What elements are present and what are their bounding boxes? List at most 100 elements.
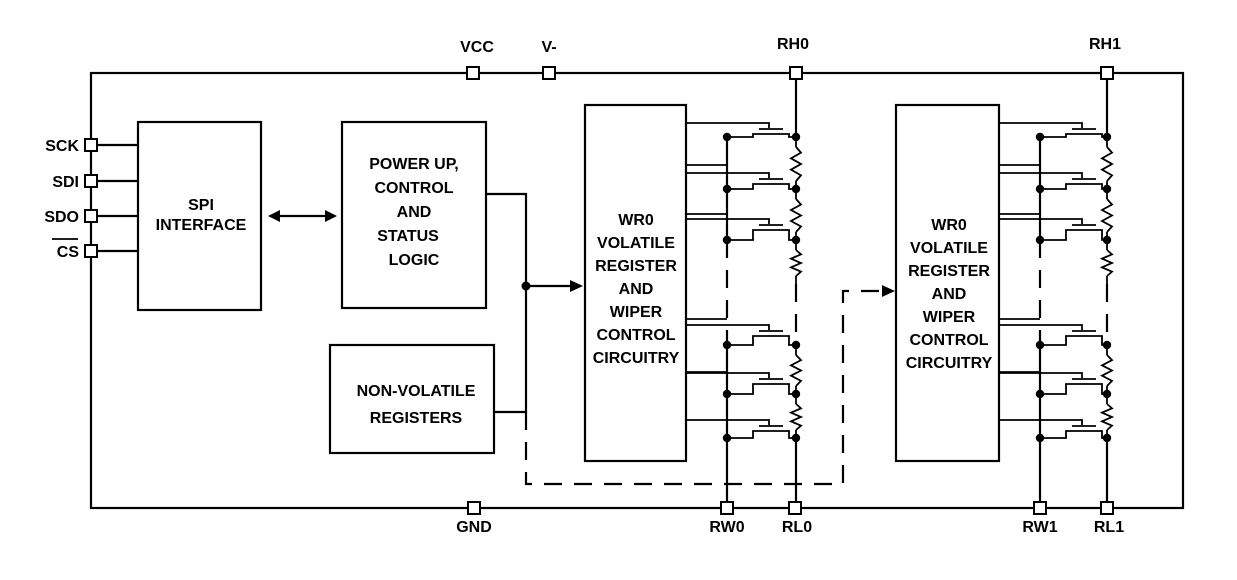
gnd-label: GND: [456, 519, 492, 536]
rh1-pin: [1100, 66, 1114, 80]
w1-resistor: [1099, 249, 1115, 277]
w0-switch: [727, 183, 796, 190]
w1-wiper-node: [1035, 184, 1045, 194]
w0-wiper-node: [722, 389, 732, 399]
sdi-pin: [84, 174, 98, 188]
w0-resistor: [789, 146, 803, 182]
sdo-pin: [84, 209, 98, 223]
wr0-label-line: CIRCUITRY: [593, 350, 680, 367]
wr0-label-line: VOLATILE: [597, 235, 675, 252]
w0-resistor: [789, 354, 803, 387]
vminus-label: V-: [541, 39, 556, 56]
w0-wiper-node: [722, 184, 732, 194]
w1-wiper-node: [1035, 132, 1045, 142]
power-label-line: AND: [397, 204, 432, 221]
w0-tap-node: [791, 389, 801, 399]
wr1-label-line: WR0: [931, 217, 967, 234]
w1-ctrl-line: [999, 419, 1083, 425]
w1-tap-node: [1102, 389, 1112, 399]
vcc-label: VCC: [460, 39, 494, 56]
wr0-label-line: REGISTER: [595, 258, 677, 275]
w0-tap-node: [791, 132, 801, 142]
w0-wiper-node: [722, 340, 732, 350]
sck-pin: [84, 138, 98, 152]
wr1-label-line: WIPER: [923, 309, 976, 326]
w1-tap-node: [1102, 184, 1112, 194]
w0-tap-node: [791, 235, 801, 245]
cs-label: CS: [57, 244, 80, 261]
power-label-line: STATUS: [377, 228, 439, 245]
wiper-network-1: [999, 79, 1115, 502]
bus-junction: [521, 281, 531, 291]
arrowhead-right: [325, 210, 337, 222]
w1-switch: [1040, 430, 1107, 439]
rl1-pin: [1100, 501, 1114, 515]
w1-ctrl-line: [999, 172, 1083, 178]
vcc-pin: [466, 66, 480, 80]
sdo-label: SDO: [44, 209, 79, 226]
w1-wiper-node: [1035, 433, 1045, 443]
w1-ctrl-line: [999, 122, 1083, 128]
w0-switch: [727, 430, 796, 439]
w0-ctrl-line: [686, 419, 770, 425]
w0-ctrl-line: [686, 324, 770, 330]
w0-ctrl-line: [686, 122, 770, 128]
w0-tap-node: [791, 433, 801, 443]
w0-wiper-node: [722, 132, 732, 142]
w1-ctrl-line: [999, 324, 1083, 330]
rl1-label: RL1: [1094, 519, 1124, 536]
w1-ctrl-line: [999, 372, 1083, 378]
non-volatile-registers-block: [328, 343, 496, 455]
control-bus: [486, 192, 528, 414]
wr0-label-line: AND: [619, 281, 654, 298]
wr1-dashed-bus: [524, 289, 883, 486]
wr1-label-line: CIRCUITRY: [906, 355, 993, 372]
wr1-bus-arrowhead: [882, 285, 895, 297]
sdi-label: SDI: [52, 174, 79, 191]
rh0-label: RH0: [777, 36, 809, 53]
wr1-label-line: VOLATILE: [910, 240, 988, 257]
arrowhead-left: [268, 210, 280, 222]
w1-tap-node: [1102, 433, 1112, 443]
w0-resistor: [788, 249, 804, 277]
w0-switch: [727, 133, 796, 138]
rw0-label: RW0: [709, 519, 744, 536]
cs-pin: [84, 244, 98, 258]
rh0-pin: [789, 66, 803, 80]
w0-tap-node: [791, 184, 801, 194]
w1-resistor: [1100, 198, 1114, 233]
w1-resistor: [1099, 403, 1115, 431]
w0-wiper-node: [722, 235, 732, 245]
w1-resistor: [1100, 354, 1114, 387]
w0-resistor: [788, 403, 804, 431]
w1-switch: [1040, 335, 1107, 346]
rw1-label: RW1: [1022, 519, 1057, 536]
w0-ctrl-line: [686, 218, 770, 224]
w1-switch: [1040, 383, 1107, 395]
wiper-network-0: [686, 79, 804, 502]
spi-label-line: INTERFACE: [156, 217, 247, 234]
vminus-pin: [542, 66, 556, 80]
w0-ctrl-line: [686, 172, 770, 178]
chip-outline: [89, 71, 1185, 510]
wr0-control-block: [583, 103, 688, 463]
w1-tap-node: [1102, 340, 1112, 350]
w0-switch: [727, 229, 796, 241]
w1-switch: [1040, 133, 1107, 138]
w0-wiper-node: [722, 433, 732, 443]
power-control-block: [340, 120, 488, 310]
w1-wiper-node: [1035, 235, 1045, 245]
w1-switch: [1040, 183, 1107, 190]
nvreg-label-line: NON-VOLATILE: [357, 383, 476, 400]
rl0-pin: [788, 501, 802, 515]
w1-wiper-node: [1035, 340, 1045, 350]
w1-tap-node: [1102, 132, 1112, 142]
gnd-pin: [467, 501, 481, 515]
power-label-line: POWER UP,: [369, 156, 459, 173]
rw1-pin: [1033, 501, 1047, 515]
wr1-control-block: [894, 103, 1001, 463]
nvreg-label-line: REGISTERS: [370, 410, 463, 427]
rw0-pin: [720, 501, 734, 515]
